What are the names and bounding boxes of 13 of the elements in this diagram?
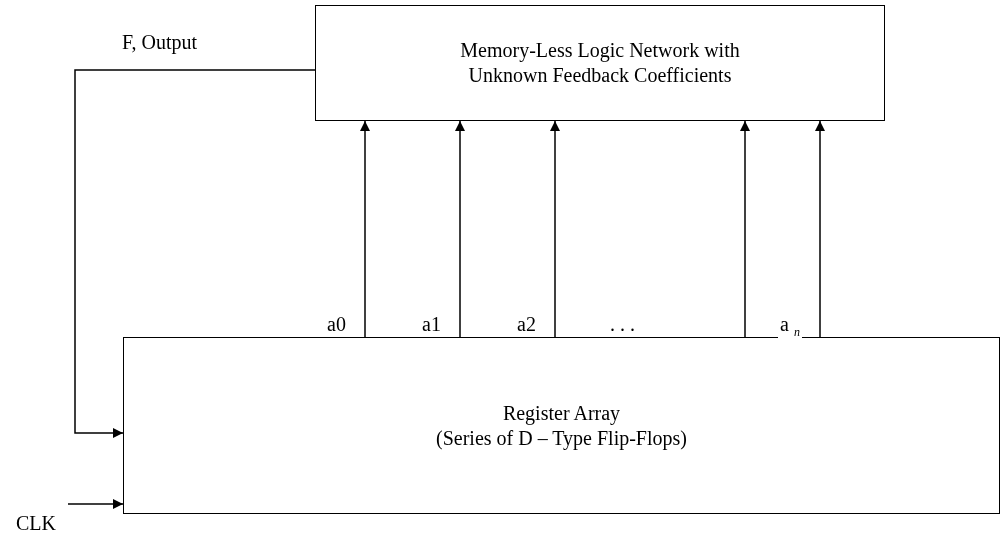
- block-text: Memory-Less Logic Network with Unknown Feedback Coefficients: [459, 38, 741, 88]
- arrow: [815, 120, 825, 338]
- block-box: [123, 337, 1000, 514]
- arrow: [360, 120, 370, 338]
- arrow: [455, 120, 465, 338]
- block-text: (Series of D – Type Flip-Flops): [436, 425, 687, 451]
- signal-label: CLK: [4, 497, 68, 536]
- arrow: [74, 69, 316, 438]
- block-box: [315, 5, 885, 121]
- arrow: [550, 120, 560, 338]
- arrow: [740, 120, 750, 338]
- block-text: Register Array: [502, 400, 621, 426]
- arrow: [67, 499, 124, 509]
